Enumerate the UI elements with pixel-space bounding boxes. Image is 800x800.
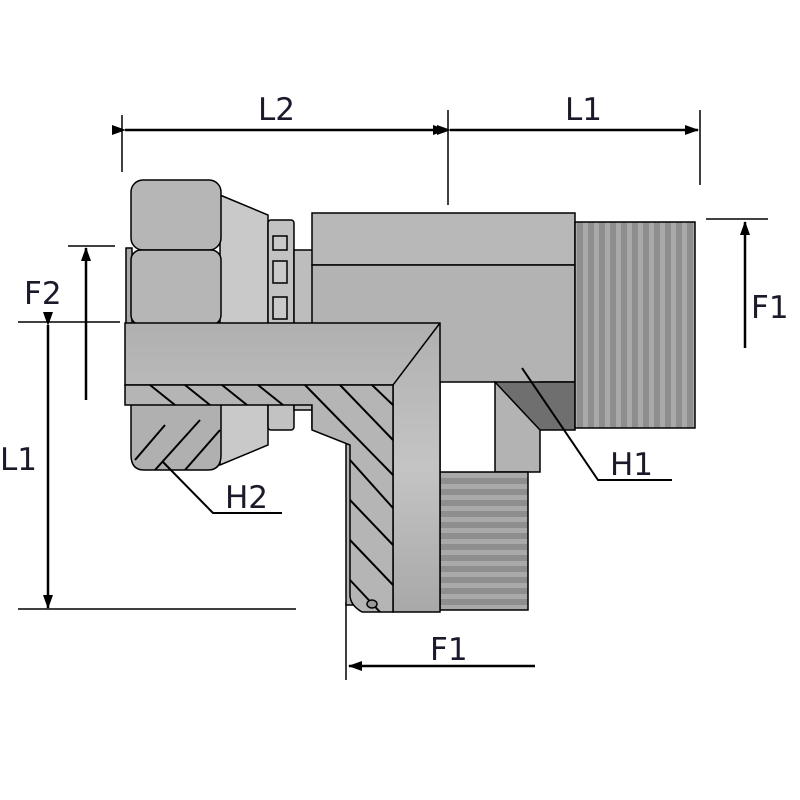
swivel-nut	[125, 179, 295, 471]
leader-lines	[162, 367, 672, 514]
dim-label-h1: H1	[610, 447, 653, 483]
dimension-lines	[18, 110, 768, 680]
dim-label-l1-left: L1	[0, 442, 37, 478]
tube-section	[124, 322, 441, 613]
dim-label-l2-top: L2	[258, 92, 295, 128]
dim-label-l1-top: L1	[565, 92, 602, 128]
dim-label-f2: F2	[24, 276, 62, 312]
dim-label-f1-bottom: F1	[430, 632, 468, 668]
dim-label-h2: H2	[225, 480, 268, 516]
dim-label-f1-right: F1	[751, 290, 789, 326]
